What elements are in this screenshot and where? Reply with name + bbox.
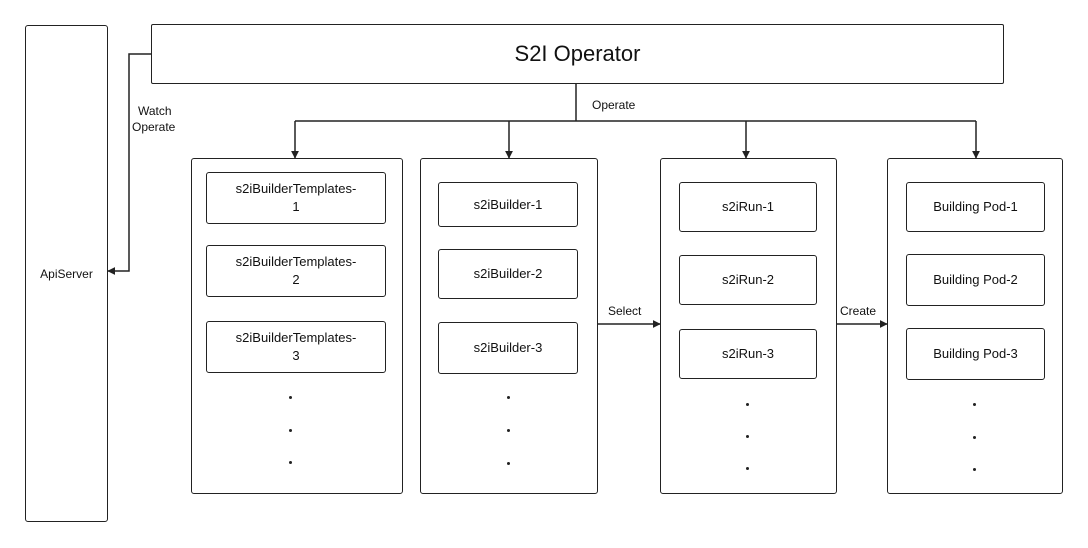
operate-label: Operate — [592, 98, 636, 112]
builder-item-1-label: s2iBuilder-1 — [473, 196, 543, 212]
pod-item-2-label: Building Pod-2 — [933, 272, 1018, 287]
run-item-1: s2iRun-1 — [679, 182, 817, 232]
ellipsis-dot — [289, 429, 292, 432]
ellipsis-dot — [746, 403, 749, 406]
create-label: Create — [840, 304, 877, 318]
run-item-3: s2iRun-3 — [679, 329, 817, 379]
ellipsis-dot — [746, 467, 749, 470]
ellipsis-dot — [973, 436, 976, 439]
ellipsis-dot — [507, 396, 510, 399]
pod-item-1-label: Building Pod-1 — [933, 199, 1018, 214]
apiserver-label: ApiServer — [40, 266, 93, 281]
pod-item-2: Building Pod-2 — [906, 254, 1045, 306]
ellipsis-dot — [746, 435, 749, 438]
watch-operate-connector — [107, 53, 151, 275]
ellipsis-dot — [973, 468, 976, 471]
builder-item-1: s2iBuilder-1 — [438, 182, 578, 227]
pod-item-3-label: Building Pod-3 — [933, 346, 1018, 361]
operate-side-label: Operate — [132, 120, 176, 134]
template-item-1: s2iBuilderTemplates- 1 — [206, 172, 386, 224]
apiserver-box: ApiServer — [25, 25, 108, 522]
ellipsis-dot — [289, 396, 292, 399]
builder-item-2-label: s2iBuilder-2 — [473, 266, 543, 281]
watch-label: Watch — [138, 104, 172, 118]
template-item-2: s2iBuilderTemplates- 2 — [206, 245, 386, 297]
run-item-3-label: s2iRun-3 — [721, 346, 775, 361]
pod-item-1: Building Pod-1 — [906, 182, 1045, 232]
pod-item-3: Building Pod-3 — [906, 328, 1045, 380]
s2i-operator-title: S2I Operator — [514, 41, 641, 66]
builder-item-2: s2iBuilder-2 — [438, 249, 578, 299]
run-item-1-label: s2iRun-1 — [721, 199, 775, 214]
template-item-3: s2iBuilderTemplates- 3 — [206, 321, 386, 373]
ellipsis-dot — [507, 429, 510, 432]
ellipsis-dot — [973, 403, 976, 406]
select-label: Select — [608, 304, 642, 318]
ellipsis-dot — [289, 461, 292, 464]
template-item-3-label: s2iBuilderTemplates- 3 — [235, 330, 357, 363]
template-item-1-label: s2iBuilderTemplates- 1 — [235, 181, 357, 214]
s2i-operator-box: S2I Operator — [151, 24, 1004, 84]
builder-item-3: s2iBuilder-3 — [438, 322, 578, 374]
ellipsis-dot — [507, 462, 510, 465]
run-item-2: s2iRun-2 — [679, 255, 817, 305]
run-item-2-label: s2iRun-2 — [721, 272, 775, 287]
builder-item-3-label: s2iBuilder-3 — [473, 340, 543, 355]
template-item-2-label: s2iBuilderTemplates- 2 — [235, 254, 357, 287]
